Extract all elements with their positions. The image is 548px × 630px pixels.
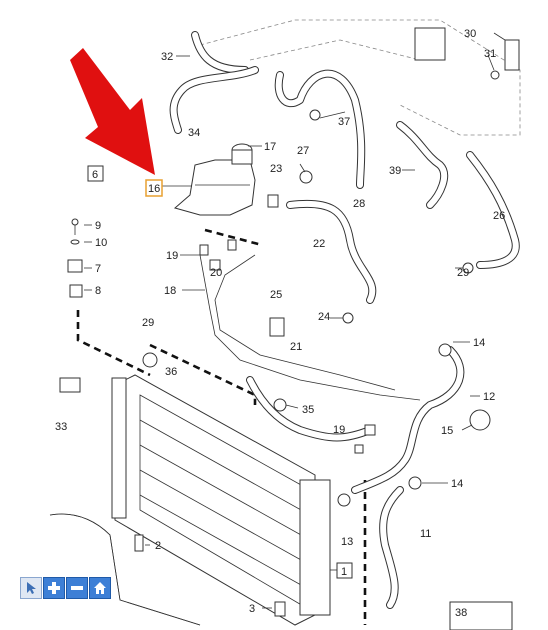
callout-box	[87, 165, 104, 182]
callout-label[interactable]: 9	[95, 220, 101, 232]
small-parts	[59, 27, 520, 617]
callout-label[interactable]: 20	[210, 267, 222, 279]
callout-label[interactable]: 25	[270, 289, 282, 301]
callout-label[interactable]: 1	[341, 566, 347, 578]
hose-35[interactable]	[246, 376, 374, 442]
callout-label[interactable]: 14	[473, 337, 485, 349]
callout-label[interactable]: 23	[270, 163, 282, 175]
callout-label[interactable]: 35	[302, 404, 314, 416]
callout-label[interactable]: 19	[166, 250, 178, 262]
callout-labels: 1 2 3 6 7 8 9 10 11 12 13 14 14 15 16 17…	[55, 28, 513, 630]
lower-bracket[interactable]	[49, 513, 201, 626]
expansion-tank[interactable]	[173, 143, 256, 216]
minus-icon	[71, 586, 83, 590]
cursor-icon	[27, 582, 36, 594]
callout-label[interactable]: 17	[264, 141, 276, 153]
home-button[interactable]	[89, 577, 111, 599]
callout-box	[336, 562, 353, 579]
radiator[interactable]	[111, 374, 331, 626]
callout-box-highlight	[145, 179, 163, 197]
callout-label[interactable]: 34	[188, 127, 200, 139]
red-arrow-icon	[70, 48, 155, 175]
hose-22[interactable]	[286, 199, 377, 304]
callout-label[interactable]: 10	[95, 237, 107, 249]
callout-label[interactable]: 30	[464, 28, 476, 40]
callout-label[interactable]: 7	[95, 263, 101, 275]
hose-32[interactable]	[191, 31, 249, 74]
hose-11[interactable]	[379, 486, 404, 609]
callout-label[interactable]: 38	[455, 607, 467, 619]
callout-label[interactable]: 15	[441, 425, 453, 437]
select-tool-button[interactable]	[20, 577, 42, 599]
zoom-in-button[interactable]	[43, 577, 65, 599]
pipe-21[interactable]	[214, 254, 396, 391]
pipe-18[interactable]	[199, 254, 421, 401]
callout-label[interactable]: 29	[142, 317, 154, 329]
reference-outline	[199, 19, 521, 136]
callout-label[interactable]: 18	[164, 285, 176, 297]
callout-label[interactable]: 13	[341, 536, 353, 548]
callout-label[interactable]: 21	[290, 341, 302, 353]
hose-34[interactable]	[169, 66, 259, 134]
callout-label[interactable]: 33	[55, 421, 67, 433]
callout-label[interactable]: 19	[333, 424, 345, 436]
callout-label[interactable]: 6	[92, 169, 98, 181]
hose-39[interactable]	[396, 121, 449, 209]
assembly-dashes	[76, 228, 367, 625]
inset-box	[449, 601, 513, 630]
callout-label-highlight[interactable]: 16	[148, 183, 160, 195]
callout-label[interactable]: 28	[353, 198, 365, 210]
hose-28[interactable]	[274, 69, 366, 189]
plus-icon	[48, 582, 60, 594]
callout-label[interactable]: 8	[95, 285, 101, 297]
callout-label[interactable]: 26	[493, 210, 505, 222]
zoom-out-button[interactable]	[66, 577, 88, 599]
callout-label[interactable]: 29	[457, 267, 469, 279]
callout-label[interactable]: 31	[484, 48, 496, 60]
callout-label[interactable]: 39	[389, 165, 401, 177]
callout-label[interactable]: 2	[155, 540, 161, 552]
callout-label[interactable]: 24	[318, 311, 330, 323]
leader-lines	[84, 32, 506, 609]
callout-label[interactable]: 3	[249, 603, 255, 615]
callout-label[interactable]: 27	[297, 145, 309, 157]
hose-12[interactable]	[351, 346, 465, 494]
callout-label[interactable]: 37	[338, 116, 350, 128]
callout-label[interactable]: 32	[161, 51, 173, 63]
callout-label[interactable]: 14	[451, 478, 463, 490]
callout-label[interactable]: 11	[420, 528, 431, 540]
callout-label[interactable]: 12	[483, 391, 495, 403]
viewer-toolbar	[20, 577, 111, 599]
home-icon	[94, 582, 106, 594]
callout-label[interactable]: 22	[313, 238, 325, 250]
hose-26[interactable]	[466, 151, 520, 269]
callout-label[interactable]: 36	[165, 366, 177, 378]
